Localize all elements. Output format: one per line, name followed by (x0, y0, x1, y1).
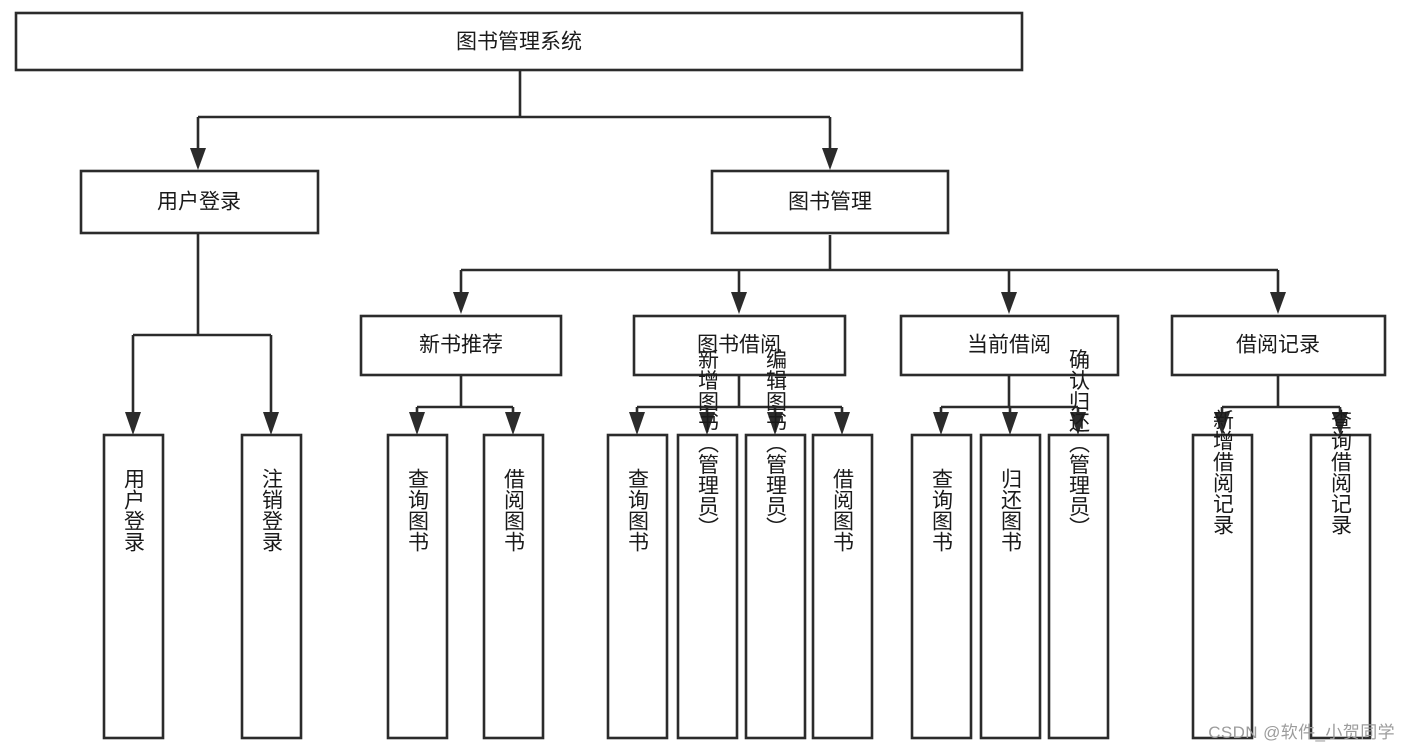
node-new-book-box[interactable] (359, 314, 563, 377)
node-root-library-system[interactable]: 图书管理系统 (14, 11, 1024, 72)
leaf-node-current-confirm-return[interactable]: 确认归还（管理员） (1047, 349, 1110, 740)
leaf-box-logout[interactable] (240, 433, 303, 740)
leaf-label-newbook-query-book: 查询图书 (406, 468, 430, 552)
node-book-management-box[interactable] (710, 169, 950, 235)
leaf-label-borrow-borrow-book: 借阅图书 (831, 468, 855, 552)
leaf-label-borrow-query-book: 查询图书 (626, 468, 650, 552)
connector-group-records (1214, 375, 1348, 435)
leaf-label-user-login-do: 用户登录 (122, 468, 146, 552)
node-current-borrow-box[interactable] (899, 314, 1120, 377)
arrow-head-leaf-user-login (125, 412, 141, 435)
arrow-head-current-leaf0 (933, 412, 949, 435)
leaf-node-borrow-add-book[interactable]: 新增图书（管理员） (676, 349, 739, 740)
leaf-label-records-add-record: 新增借阅记录 (1211, 409, 1235, 535)
node-current-borrow-label: 当前借阅 (967, 334, 1051, 357)
arrow-head-newbook-leaf1 (505, 412, 521, 435)
arrow-head-borrow-leaf2 (767, 412, 783, 435)
node-current-borrow[interactable]: 当前借阅 (899, 314, 1120, 377)
node-user-login-label: 用户登录 (157, 191, 241, 214)
arrow-head-records (1270, 292, 1286, 314)
leaf-node-borrow-edit-book[interactable]: 编辑图书（管理员） (744, 349, 807, 740)
leaf-label-logout: 注销登录 (260, 468, 284, 552)
node-book-borrow-box[interactable] (632, 314, 847, 377)
node-borrow-records[interactable]: 借阅记录 (1170, 314, 1387, 377)
leaf-box-records-query-record[interactable] (1309, 433, 1372, 740)
leaf-label-newbook-borrow-book: 借阅图书 (502, 468, 526, 552)
leaf-box-borrow-borrow-book[interactable] (811, 433, 874, 740)
connector-group-borrow (629, 375, 850, 435)
leaf-label-borrow-add-book: 新增图书（管理员） (696, 349, 720, 538)
leaf-label-records-query-record: 查询借阅记录 (1329, 409, 1353, 535)
connector-group-current (933, 375, 1086, 435)
node-root-label: 图书管理系统 (456, 31, 582, 54)
leaf-box-current-query-book[interactable] (910, 433, 973, 740)
arrow-head-borrow-leaf0 (629, 412, 645, 435)
arrow-head-records-leaf0 (1214, 412, 1230, 435)
connector-group-user-login (125, 232, 279, 435)
connector-group-root (190, 70, 838, 170)
node-borrow-records-box[interactable] (1170, 314, 1387, 377)
arrow-head-current (1001, 292, 1017, 314)
leaf-box-newbook-borrow-book[interactable] (482, 433, 545, 740)
leaf-node-newbook-borrow-book[interactable]: 借阅图书 (482, 433, 545, 740)
node-book-management[interactable]: 图书管理 (710, 169, 950, 235)
leaf-box-user-login-do[interactable] (102, 433, 165, 740)
node-book-management-label: 图书管理 (788, 191, 872, 214)
node-new-book-label: 新书推荐 (419, 334, 503, 357)
leaf-node-current-return-book[interactable]: 归还图书 (979, 433, 1042, 740)
node-root-box[interactable] (14, 11, 1024, 72)
leaf-node-user-login-do[interactable]: 用户登录 (102, 433, 165, 740)
leaf-label-borrow-edit-book: 编辑图书（管理员） (764, 349, 788, 538)
connector-group-new-book (409, 375, 521, 435)
arrow-head-borrow (731, 292, 747, 314)
leaf-box-borrow-edit-book[interactable] (744, 433, 807, 740)
leaf-node-current-query-book[interactable]: 查询图书 (910, 433, 973, 740)
leaf-node-borrow-borrow-book[interactable]: 借阅图书 (811, 433, 874, 740)
node-new-book-recommendation[interactable]: 新书推荐 (359, 314, 563, 377)
arrow-head-book-mgmt (822, 148, 838, 170)
leaf-node-records-query-record[interactable]: 查询借阅记录 (1309, 409, 1372, 740)
leaf-node-borrow-query-book[interactable]: 查询图书 (606, 433, 669, 740)
leaf-box-records-add-record[interactable] (1191, 433, 1254, 740)
node-book-borrow[interactable]: 图书借阅 (632, 314, 847, 377)
leaf-label-current-query-book: 查询图书 (930, 468, 954, 552)
leaf-box-borrow-add-book[interactable] (676, 433, 739, 740)
arrow-head-records-leaf1 (1332, 412, 1348, 435)
leaf-node-records-add-record[interactable]: 新增借阅记录 (1191, 409, 1254, 740)
node-book-borrow-label: 图书借阅 (697, 334, 781, 357)
arrow-head-borrow-leaf1 (699, 412, 715, 435)
leaf-box-current-return-book[interactable] (979, 433, 1042, 740)
arrow-head-new-book (453, 292, 469, 314)
arrow-head-current-leaf1 (1002, 412, 1018, 435)
leaf-node-newbook-query-book[interactable]: 查询图书 (386, 433, 449, 740)
arrow-head-current-leaf2 (1070, 412, 1086, 435)
arrow-head-user-login (190, 148, 206, 170)
arrow-head-newbook-leaf0 (409, 412, 425, 435)
node-user-login[interactable]: 用户登录 (79, 169, 320, 235)
arrow-head-leaf-logout (263, 412, 279, 435)
leaf-node-logout[interactable]: 注销登录 (240, 433, 303, 740)
leaf-label-current-confirm-return: 确认归还（管理员） (1067, 349, 1091, 538)
node-user-login-box[interactable] (79, 169, 320, 235)
node-borrow-records-label: 借阅记录 (1236, 334, 1320, 357)
connector-group-book-management (453, 235, 1286, 314)
arrow-head-borrow-leaf3 (834, 412, 850, 435)
leaf-label-current-return-book: 归还图书 (999, 468, 1023, 552)
leaf-box-borrow-query-book[interactable] (606, 433, 669, 740)
leaf-box-newbook-query-book[interactable] (386, 433, 449, 740)
leaf-box-current-confirm-return[interactable] (1047, 433, 1110, 740)
